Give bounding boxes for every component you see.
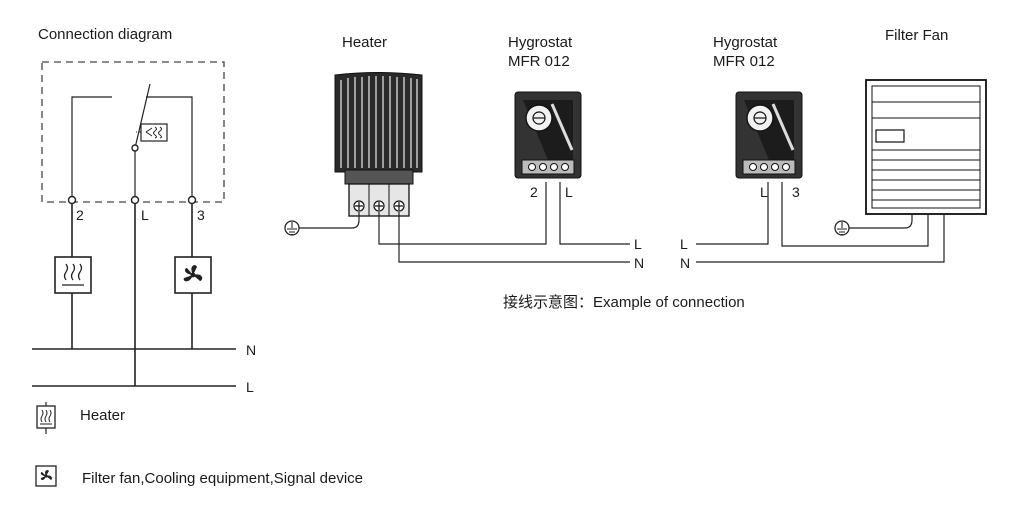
legend-fan-icon bbox=[35, 465, 57, 487]
heater-terminal-screws bbox=[353, 200, 405, 212]
hygrostat-b-title: Hygrostat bbox=[713, 34, 778, 51]
legend-fan-label: Filter fan,Cooling equipment,Signal devi… bbox=[82, 470, 363, 487]
heater-ground-wire bbox=[299, 212, 360, 229]
hyg-b-to-fan-wire bbox=[781, 182, 929, 247]
fan-symbol-icon bbox=[174, 256, 212, 294]
contact-2-wire bbox=[71, 96, 112, 200]
filter-fan-title: Filter Fan bbox=[885, 27, 948, 44]
filter-fan-device: Filter Fan bbox=[865, 27, 987, 215]
heater-to-hyg-a-wire bbox=[378, 182, 547, 245]
hygrostat-b-terminal-l: L bbox=[760, 184, 768, 200]
legend: Heater Filter fan,Cooling equipment,Sign… bbox=[35, 402, 363, 487]
terminal-2-label: 2 bbox=[76, 207, 84, 223]
heater-neutral-wire bbox=[398, 212, 630, 263]
ground-icon-left bbox=[284, 220, 300, 236]
bus-n-label: N bbox=[246, 342, 256, 358]
legend-heater-label: Heater bbox=[80, 407, 125, 424]
hygrostat-b-device: Hygrostat MFR 012 bbox=[713, 34, 803, 179]
hygrostat-a-device: Hygrostat MFR 012 bbox=[508, 34, 582, 179]
bus-l-label: L bbox=[246, 379, 254, 395]
hygrostat-enclosure bbox=[41, 61, 225, 203]
hygrostat-b-model: MFR 012 bbox=[713, 53, 775, 70]
legend-heater-icon bbox=[36, 402, 56, 434]
hyg-a-l-wire bbox=[559, 182, 630, 245]
hygrostat-a-terminal-2: 2 bbox=[530, 184, 538, 200]
schematic-title: Connection diagram bbox=[38, 26, 172, 43]
left-n-label: N bbox=[634, 255, 644, 271]
hyg-b-l-wire bbox=[696, 182, 769, 245]
hygrostat-a-title: Hygrostat bbox=[508, 34, 573, 51]
wiring-left bbox=[378, 182, 630, 263]
connection-schematic: Connection diagram 2 L 3 bbox=[32, 26, 256, 395]
hygrostat-a-model: MFR 012 bbox=[508, 53, 570, 70]
heater-symbol-icon bbox=[54, 256, 92, 294]
terminal-l-node bbox=[130, 195, 140, 205]
left-l-label: L bbox=[634, 236, 642, 252]
example-caption: 接线示意图：Example of connection bbox=[503, 293, 745, 311]
humidity-sensor-icon bbox=[136, 123, 168, 142]
hygrostat-b-terminal-3: 3 bbox=[792, 184, 800, 200]
fan-ground-wire bbox=[849, 214, 913, 229]
heater-device-title: Heater bbox=[342, 34, 387, 51]
heater-device: Heater bbox=[334, 34, 423, 217]
ground-icon-right bbox=[834, 220, 850, 236]
wiring-right bbox=[696, 182, 945, 263]
right-l-label: L bbox=[680, 236, 688, 252]
fan-neutral-wire bbox=[696, 214, 945, 263]
right-n-label: N bbox=[680, 255, 690, 271]
hygrostat-a-terminal-l: L bbox=[565, 184, 573, 200]
terminal-3-node bbox=[187, 195, 197, 205]
terminal-2-node bbox=[67, 195, 77, 205]
switch-blade bbox=[134, 83, 151, 149]
terminal-l-label: L bbox=[141, 207, 149, 223]
contact-3-wire bbox=[146, 96, 193, 200]
terminal-3-label: 3 bbox=[197, 207, 205, 223]
switch-pivot bbox=[131, 144, 139, 152]
